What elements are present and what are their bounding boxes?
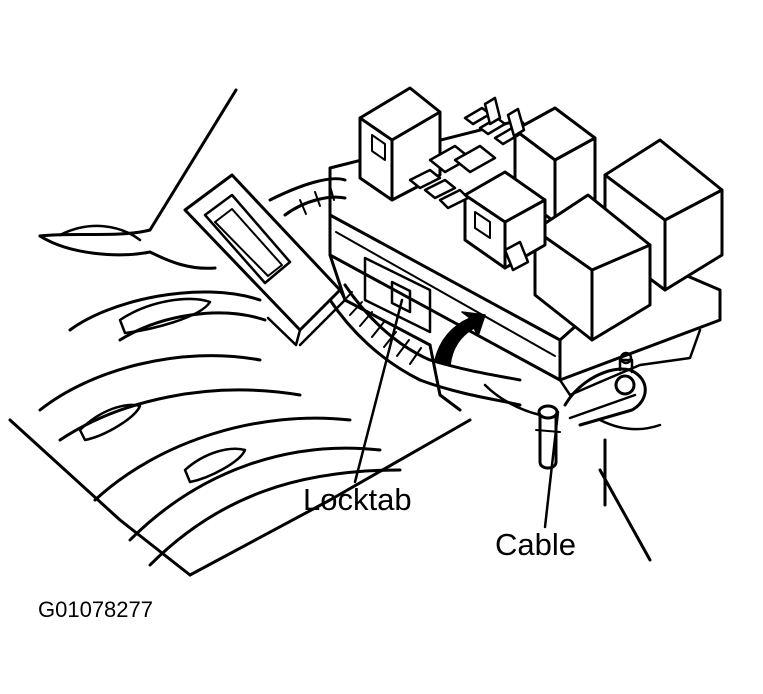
relays [360, 88, 722, 340]
release-arrow [435, 312, 485, 365]
cable-leader [545, 412, 558, 527]
figure-id: G01078277 [38, 597, 153, 622]
engine-bay-outline [10, 90, 650, 575]
leader-lines [355, 300, 558, 527]
air-duct [40, 226, 400, 565]
locktab-leader [355, 300, 402, 482]
cable-terminal [485, 353, 660, 468]
fuses [410, 98, 528, 270]
harness-connector [185, 175, 520, 405]
locktab-label: Locktab [303, 482, 412, 517]
cable-label: Cable [495, 527, 576, 562]
